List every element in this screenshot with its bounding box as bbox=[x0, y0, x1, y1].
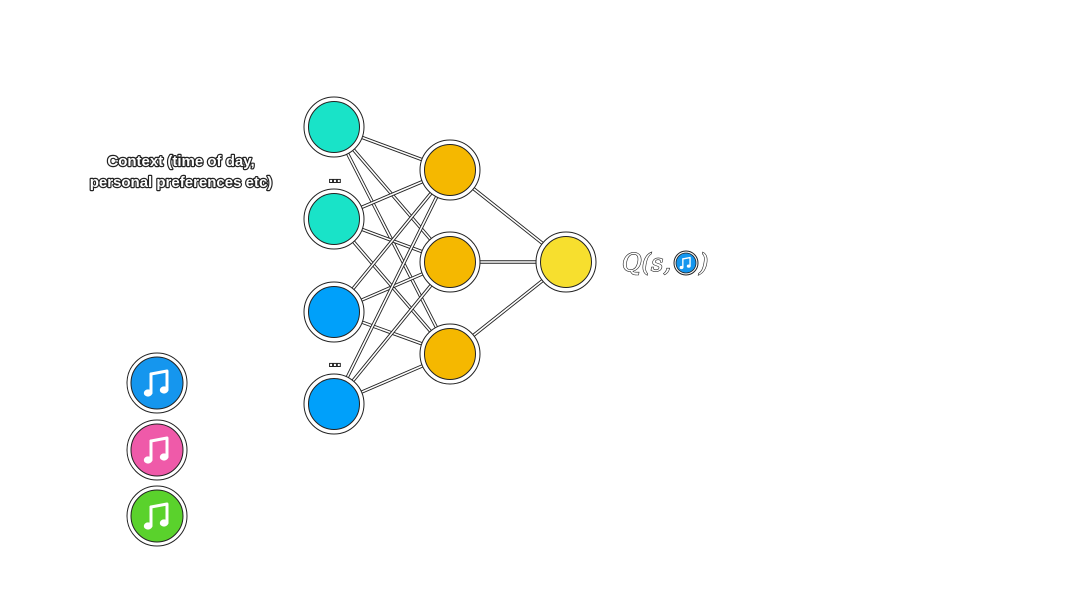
song-pink[interactable] bbox=[126, 419, 188, 481]
song-green[interactable] bbox=[126, 485, 188, 547]
q-song-icon bbox=[673, 250, 699, 276]
song-blue[interactable] bbox=[126, 352, 188, 414]
hidden-layer bbox=[419, 139, 481, 385]
hidden-node-1 bbox=[419, 139, 481, 201]
connection-edge-fill-6 bbox=[333, 169, 451, 313]
connection-edge-fill-9 bbox=[333, 169, 451, 405]
connection-edge-fill-10 bbox=[333, 261, 451, 405]
song-feature-node-1 bbox=[303, 281, 365, 343]
q-label-prefix: Q(s, bbox=[622, 249, 671, 277]
q-value-label: Q(s, ) bbox=[621, 248, 709, 277]
song-candidate-list bbox=[126, 352, 188, 547]
context-label-line-1: Context (time of day, bbox=[107, 153, 254, 170]
song-feature-node-2 bbox=[303, 373, 365, 435]
context-label-line-2: personal preferences etc) bbox=[90, 174, 273, 191]
input-layer: ... ... bbox=[303, 96, 365, 435]
hidden-node-3 bbox=[419, 323, 481, 385]
context-node-1 bbox=[303, 96, 365, 158]
context-ellipsis: ... bbox=[329, 169, 341, 185]
hidden-node-2 bbox=[419, 231, 481, 293]
q-label-suffix: ) bbox=[698, 249, 708, 277]
context-node-2 bbox=[303, 188, 365, 250]
context-label: Context (time of day, personal preferenc… bbox=[89, 152, 274, 192]
output-node bbox=[535, 231, 597, 293]
song-feature-ellipsis: ... bbox=[329, 353, 341, 369]
